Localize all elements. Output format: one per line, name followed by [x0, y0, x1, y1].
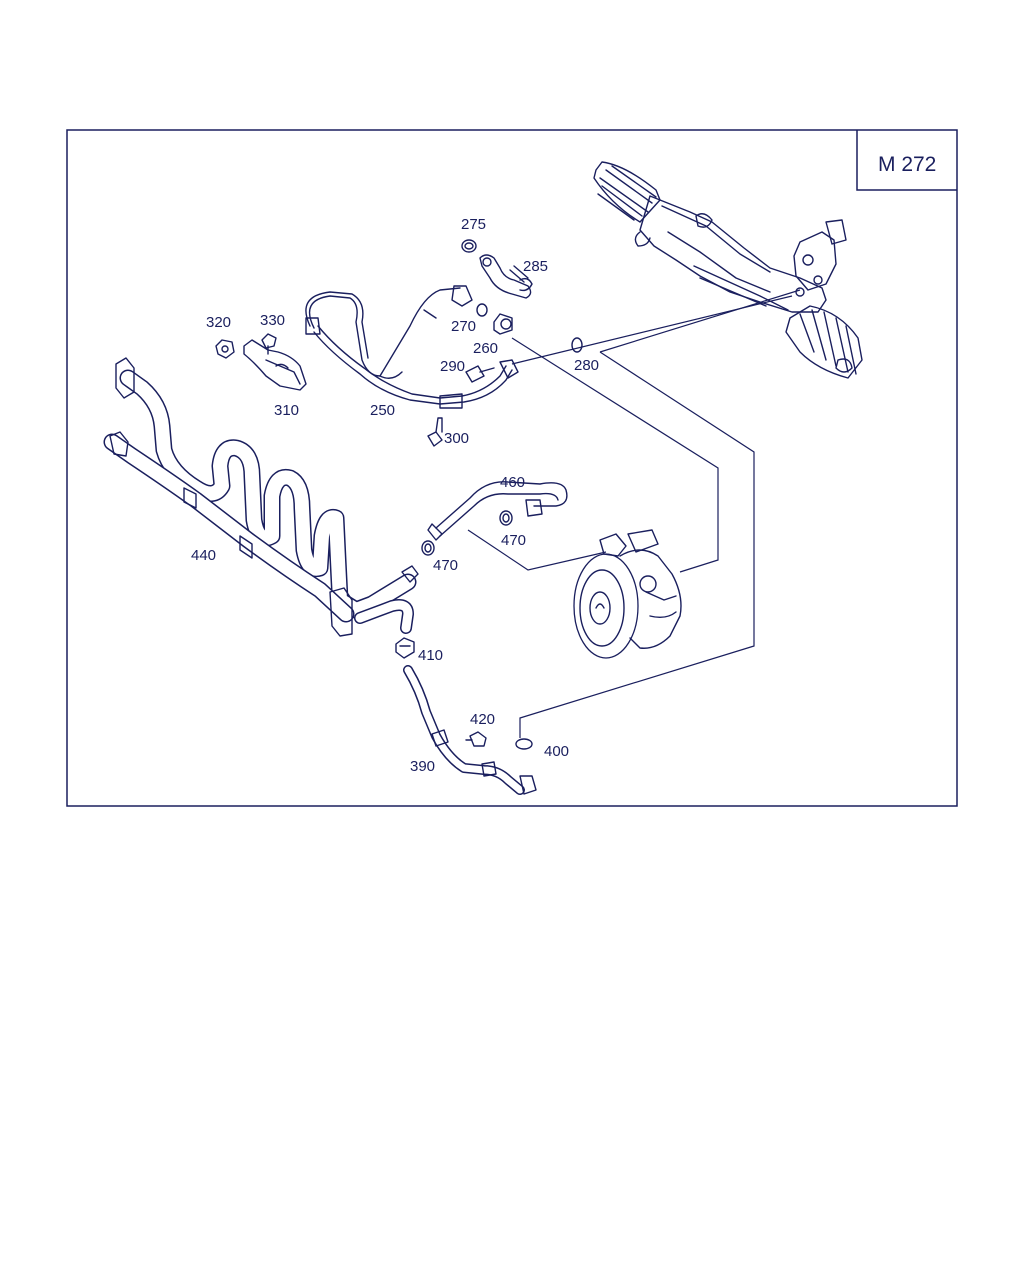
callout-275: 275 — [461, 216, 486, 233]
power-steering-pump — [573, 529, 682, 659]
callout-320: 320 — [206, 314, 231, 331]
callout-410: 410 — [418, 647, 443, 664]
callout-330: 330 — [260, 312, 285, 329]
suction-hose-390 — [403, 665, 537, 795]
seal-ring-280 — [571, 337, 583, 353]
callout-470-upper: 470 — [501, 532, 526, 549]
pressure-line-250 — [305, 285, 519, 409]
seal-ring-275 — [461, 239, 477, 253]
callout-390: 390 — [410, 758, 435, 775]
clamp-410 — [395, 637, 415, 659]
leader-lines — [467, 289, 801, 738]
callout-470-lower: 470 — [433, 557, 458, 574]
plug-260 — [493, 313, 513, 335]
callout-290: 290 — [440, 358, 465, 375]
bolt-300 — [427, 417, 443, 447]
seal-ring-400 — [515, 738, 533, 750]
clamp-470-lower — [421, 540, 435, 556]
model-box: M 272 — [856, 130, 957, 191]
model-label: M 272 — [878, 153, 936, 176]
bolt-290 — [465, 365, 495, 383]
callout-300: 300 — [444, 430, 469, 447]
callout-420: 420 — [470, 711, 495, 728]
callout-310: 310 — [274, 402, 299, 419]
hollow-bolt-fitting — [479, 254, 532, 299]
bolt-420 — [465, 731, 487, 747]
bolt-285 — [509, 265, 533, 292]
seal-ring-270 — [476, 303, 488, 317]
steering-rack — [593, 161, 863, 379]
clamp-470-upper — [499, 510, 513, 526]
nut-320 — [215, 339, 235, 359]
callout-250: 250 — [370, 402, 395, 419]
callout-440: 440 — [191, 547, 216, 564]
callout-260: 260 — [473, 340, 498, 357]
bracket-310 — [243, 339, 307, 391]
callout-270: 270 — [451, 318, 476, 335]
callout-460: 460 — [500, 474, 525, 491]
diagram-frame — [66, 129, 958, 807]
callout-285: 285 — [523, 258, 548, 275]
callout-280: 280 — [574, 357, 599, 374]
callout-labels: 275 285 270 260 280 290 320 330 310 250 … — [191, 216, 599, 775]
callout-400: 400 — [544, 743, 569, 760]
return-hose-460 — [427, 481, 568, 541]
cooler-line-440 — [103, 357, 419, 637]
